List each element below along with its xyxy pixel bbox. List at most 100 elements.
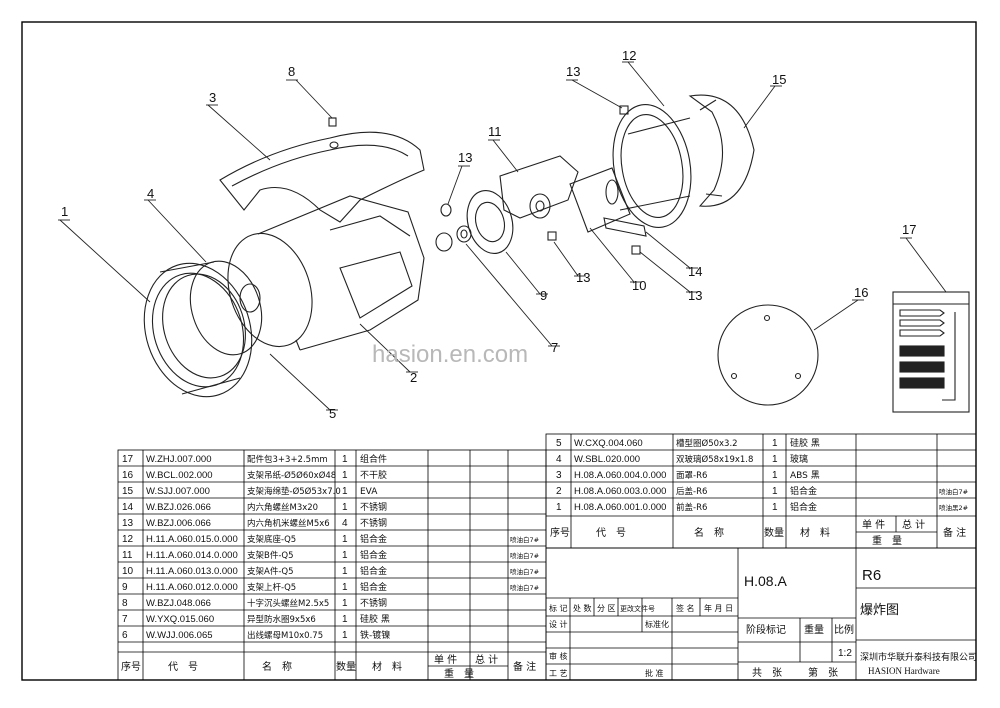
part-bracket-b xyxy=(499,155,579,219)
parts-table-right xyxy=(545,433,977,549)
part-row-qty: 4 xyxy=(342,518,348,529)
callout-15: 15 xyxy=(772,72,786,87)
part-row-no: 8 xyxy=(122,598,128,609)
tb-mark: 标 记 xyxy=(549,603,568,613)
part-row-qty: 1 xyxy=(342,550,348,561)
header-name-r: 名 称 xyxy=(694,526,724,539)
part-row-material: 铝合金 xyxy=(790,501,817,513)
part-row-code: H.11.A.060.013.0.000 xyxy=(146,566,238,577)
tb-scale: 1:2 xyxy=(838,648,852,659)
part-row-name: 后盖-R6 xyxy=(676,486,707,497)
header-code: 代 号 xyxy=(168,661,198,673)
part-row-no: 2 xyxy=(556,486,562,497)
part-row-code: W.ZHJ.007.000 xyxy=(146,454,211,465)
part-row-material: ABS 黑 xyxy=(790,470,820,481)
part-row-qty: 1 xyxy=(342,454,348,465)
part-row-qty: 1 xyxy=(342,566,348,577)
parts-table-right-header: 序号 代 号 名 称 数量 材 料 单 件 总 计 重 量 备 注 xyxy=(550,518,966,547)
callout-8: 8 xyxy=(288,64,295,79)
callout-4: 4 xyxy=(147,186,154,201)
callout-3: 3 xyxy=(209,90,216,105)
tb-sign: 签 名 xyxy=(676,603,695,613)
callout-14: 14 xyxy=(688,264,702,279)
part-row-qty: 1 xyxy=(342,502,348,513)
callout-17: 17 xyxy=(902,222,916,237)
part-accessory-kit xyxy=(892,291,970,413)
part-row-code: H.08.A.060.004.0.000 xyxy=(574,470,666,481)
part-row-no: 4 xyxy=(556,454,562,465)
part-row-name: 槽型圈Ø50x3.2 xyxy=(676,438,738,449)
header-qty: 数量 xyxy=(336,660,356,673)
part-row-material: 铝合金 xyxy=(360,549,387,561)
part-row-qty: 1 xyxy=(342,486,348,497)
part-row-note: 喷油白7# xyxy=(510,551,539,560)
part-row-name: 支架上杆-Q5 xyxy=(247,582,296,593)
callout-2: 2 xyxy=(410,370,417,385)
part-row-qty: 1 xyxy=(772,486,778,497)
part-row-no: 6 xyxy=(122,630,128,641)
part-row-code: H.08.A.060.001.0.000 xyxy=(574,502,666,513)
part-glass xyxy=(189,260,263,356)
part-row-code: H.08.A.060.003.0.000 xyxy=(574,486,666,497)
part-front-ring xyxy=(143,261,253,398)
part-row-material: EVA xyxy=(360,487,378,497)
part-row-note: 喷油黑2# xyxy=(939,503,968,512)
part-row-name: 出线螺母M10x0.75 xyxy=(247,630,323,641)
drawing-title: 爆炸图 xyxy=(860,603,899,618)
part-row-code: H.11.A.060.014.0.000 xyxy=(146,550,238,561)
part-row-qty: 1 xyxy=(342,614,348,625)
part-row-note: 喷油白7# xyxy=(939,487,968,496)
header-material-r: 材 料 xyxy=(800,526,830,539)
part-row-code: W.BZJ.048.066 xyxy=(146,598,211,609)
callout-10: 10 xyxy=(632,278,646,293)
part-row-material: 组合件 xyxy=(360,453,387,465)
part-row-code: W.CXQ.004.060 xyxy=(574,438,643,449)
company-name-en: HASION Hardware xyxy=(868,666,940,676)
part-row-qty: 1 xyxy=(342,582,348,593)
part-row-material: 硅胶 黑 xyxy=(790,437,820,449)
part-row-material: 不锈钢 xyxy=(360,597,387,609)
header-weight: 重 量 xyxy=(444,667,474,680)
part-screws xyxy=(547,105,647,255)
part-row-no: 15 xyxy=(122,486,134,497)
part-row-no: 14 xyxy=(122,502,134,513)
header-unit-r: 单 件 xyxy=(862,519,885,531)
part-row-name: 内六角机米螺丝M5x6 xyxy=(247,518,330,529)
part-row-qty: 1 xyxy=(772,502,778,513)
part-row-note: 喷油白7# xyxy=(510,583,539,592)
part-row-material: 铝合金 xyxy=(790,485,817,497)
parts-table-left-header: 序号 代 号 名 称 数量 材 料 单 件 总 计 重 量 备 注 xyxy=(121,653,536,680)
part-screw-8 xyxy=(328,117,337,127)
part-row-no: 1 xyxy=(556,502,562,513)
parts-table-left xyxy=(117,449,547,681)
header-qty-r: 数量 xyxy=(764,526,784,539)
part-row-name: 前盖-R6 xyxy=(676,502,707,513)
tb-sheets-total: 共 张 xyxy=(752,667,782,679)
callout-11: 11 xyxy=(488,124,502,139)
tb-sheet-no: 第 张 xyxy=(808,666,838,679)
header-note: 备 注 xyxy=(513,660,536,673)
title-block xyxy=(545,547,977,681)
tb-scale-label: 比例 xyxy=(834,623,854,636)
part-row-name: 十字沉头螺丝M2.5x5 xyxy=(247,598,329,609)
part-row-material: 不干胶 xyxy=(360,469,387,481)
callout-13d: 13 xyxy=(566,64,580,79)
part-row-no: 5 xyxy=(556,438,562,449)
part-row-name: 支架B件-Q5 xyxy=(247,550,294,561)
part-row-material: 硅胶 黑 xyxy=(360,613,390,625)
part-row-no: 10 xyxy=(122,566,134,577)
part-row-no: 17 xyxy=(122,454,134,465)
part-row-qty: 1 xyxy=(342,470,348,481)
part-row-note: 喷油白7# xyxy=(510,535,539,544)
part-row-no: 13 xyxy=(122,518,134,529)
tb-weight: 重量 xyxy=(804,623,824,636)
part-sticker xyxy=(717,304,819,406)
part-base xyxy=(612,104,692,228)
header-total-r: 总 计 xyxy=(902,518,925,531)
part-row-code: W.BZJ.026.066 xyxy=(146,502,211,513)
leader-lines xyxy=(58,61,947,411)
callout-12: 12 xyxy=(622,48,636,63)
callout-5: 5 xyxy=(329,406,336,421)
